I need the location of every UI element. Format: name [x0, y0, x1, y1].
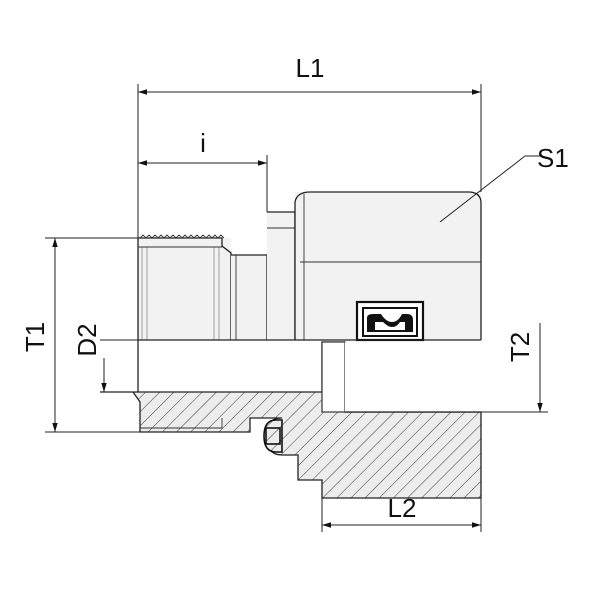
dimension-t1: T1 [20, 237, 140, 433]
thread-ticks [141, 247, 220, 340]
dimension-t2: T2 [481, 323, 548, 413]
section-view [100, 339, 482, 499]
hex-body [294, 191, 482, 342]
collar [267, 211, 296, 340]
label-t1: T1 [20, 322, 50, 352]
dimension-l2: L2 [321, 480, 482, 532]
relief-groove [231, 254, 268, 340]
o-ring [263, 419, 283, 453]
label-l1: L1 [296, 53, 325, 83]
seal-symbol [355, 300, 425, 342]
label-t2: T2 [505, 332, 535, 362]
male-thread-stud [137, 234, 232, 340]
external-view [137, 191, 482, 342]
dimension-s1: S1 [439, 143, 569, 223]
label-i: i [200, 128, 206, 158]
dimension-l1: L1 [137, 53, 482, 238]
label-s1: S1 [537, 143, 569, 173]
dimension-d2: D2 [72, 323, 138, 393]
label-l2: L2 [388, 493, 417, 523]
label-d2: D2 [72, 323, 102, 356]
dimension-i: i [138, 128, 268, 212]
